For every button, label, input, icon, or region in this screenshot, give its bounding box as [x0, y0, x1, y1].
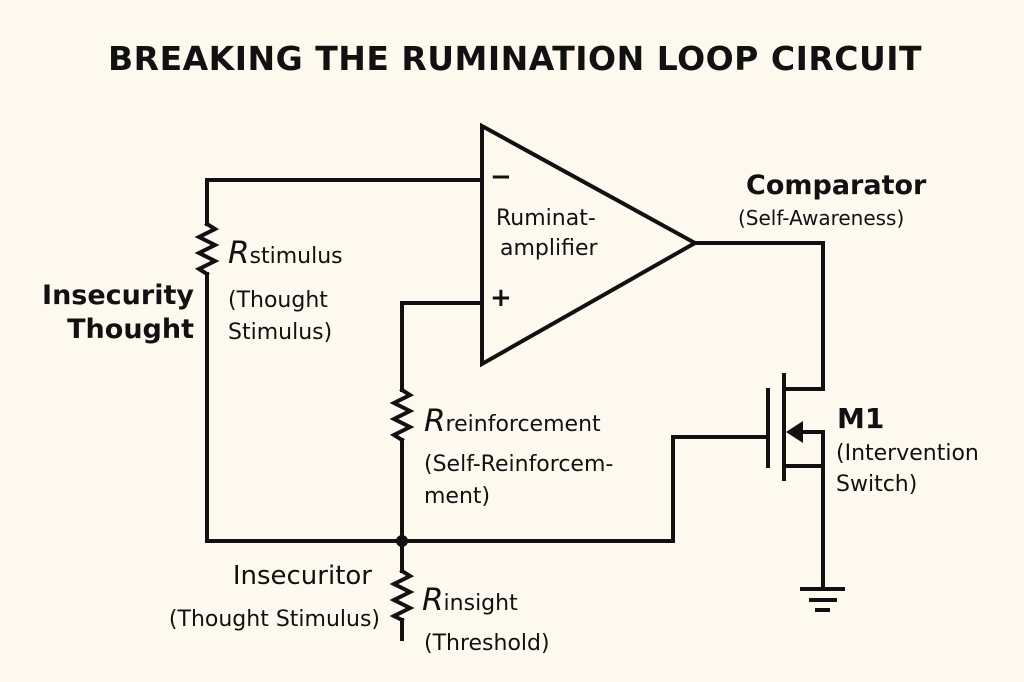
resistor-reinforcement-desc-line2: ment) — [424, 484, 491, 509]
comparator-label: Comparator — [746, 170, 927, 201]
resistor-reinforcement-label: Rreinforcement — [424, 403, 601, 440]
mosfet-body-wire — [801, 430, 825, 468]
resistor-stimulus-symbol — [194, 221, 220, 277]
ground-icon — [800, 587, 845, 612]
opamp-plus-sign: + — [490, 283, 512, 313]
op-amp-triangle — [480, 122, 700, 368]
resistor-stimulus-subscript: stimulus — [249, 244, 343, 269]
transistor-desc-line2: Switch) — [836, 472, 918, 497]
resistor-reinforcement-symbol — [389, 387, 415, 443]
resistor-stimulus-label: Rstimulus — [228, 235, 343, 272]
resistor-reinforcement-desc-line1: (Self-Reinforcem- — [424, 452, 614, 477]
opamp-label-line2: amplifier — [500, 236, 598, 261]
resistor-stimulus-desc-line1: (Thought — [228, 288, 328, 313]
wire-left-return — [205, 272, 404, 543]
resistor-insight-label: Rinsight — [422, 582, 518, 619]
input-label-line2: Thought — [67, 314, 194, 345]
resistor-insight-symbol-text: R — [422, 582, 444, 618]
resistor-insight-desc: (Threshold) — [424, 631, 550, 656]
wire-opamp-output — [693, 241, 825, 391]
transistor-desc-line1: (Intervention — [836, 441, 979, 466]
resistor-insight-subscript: insight — [443, 591, 518, 616]
resistor-reinforcement-symbol-text: R — [424, 403, 446, 439]
wire-junction-to-gate — [400, 435, 770, 543]
mosfet-source-wire — [782, 464, 825, 591]
input-label-line1: Insecurity — [42, 280, 194, 311]
diagram-title: BREAKING THE RUMINATION LOOP CIRCUIT — [108, 39, 923, 78]
wire-non-inverting-input — [400, 301, 484, 392]
comparator-sublabel: (Self-Awareness) — [738, 206, 905, 230]
opamp-label-line1: Ruminat- — [496, 206, 596, 231]
mosfet-arrow-icon — [786, 421, 803, 443]
resistor-insight-symbol — [389, 568, 415, 623]
insecuritor-label: Insecuritor — [232, 561, 372, 591]
resistor-reinforcement-subscript: reinforcement — [445, 412, 601, 437]
resistor-stimulus-desc-line2: Stimulus) — [228, 320, 333, 345]
wire-inverting-input — [205, 178, 484, 226]
resistor-stimulus-symbol-text: R — [228, 235, 250, 271]
transistor-label: M1 — [837, 402, 885, 435]
opamp-minus-sign: − — [490, 162, 512, 192]
insecuritor-sublabel: (Thought Stimulus) — [168, 607, 380, 632]
